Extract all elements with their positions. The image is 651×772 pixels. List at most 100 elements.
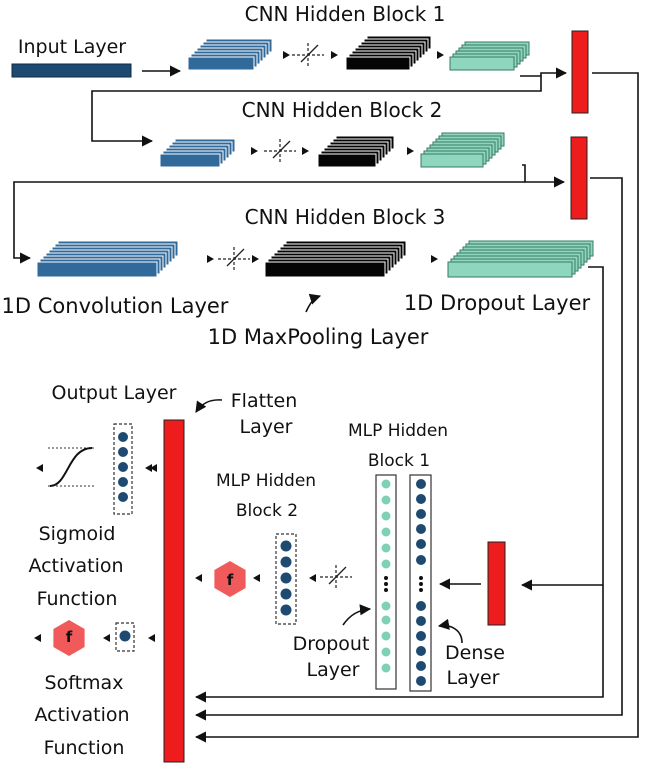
mlp-dropout-node-column-node — [381, 511, 391, 521]
mlp-dropout-node-column-node — [381, 543, 391, 553]
arrowhead-flatten-to-output — [150, 464, 157, 472]
dropout-layer-label-line2: Layer — [307, 659, 360, 681]
flatten-bar-block1 — [571, 30, 589, 114]
ellipsis-dot — [419, 582, 423, 586]
activation-icon-block3 — [218, 247, 250, 271]
conv1d-layer-label: 1D Convolution Layer — [2, 294, 229, 318]
block3-to-output-arrow — [194, 266, 604, 703]
output-node-column-node — [118, 447, 128, 457]
conv-stack-block3-sheet — [36, 261, 158, 278]
flatten-concat-bar — [163, 419, 185, 763]
maxpool-pointer-arrow — [305, 293, 322, 313]
conv-stack-block2 — [159, 138, 236, 168]
mlp-dense-node-column-node — [416, 555, 426, 565]
sigmoid-label-line2: Activation — [28, 555, 123, 577]
pool-stack-block1-sheet — [345, 56, 411, 71]
conv-stack-block2-sheet — [159, 153, 221, 168]
cnn-block-3-title: CNN Hidden Block 3 — [245, 205, 446, 229]
arrowhead-block1-pool-out — [437, 51, 444, 59]
output-node-column — [113, 423, 133, 515]
output-node-column-node — [118, 432, 128, 442]
output-node-column-node — [118, 477, 128, 487]
mlp-dense-node-column-node — [416, 524, 426, 534]
mlp-dropout-node-column-node — [381, 601, 391, 611]
flatten1-to-output-arrow — [194, 72, 639, 743]
flatten-layer-label-line2: Layer — [240, 416, 293, 438]
sigmoid-label-line3: Function — [37, 588, 118, 610]
conv-stack-block1 — [187, 38, 273, 71]
dropout-layer-label-line1: Dropout — [293, 633, 370, 655]
softmax-label-line1: Softmax — [45, 672, 124, 694]
sigmoid-label-line1: Sigmoid — [39, 523, 116, 545]
ellipsis-dot — [419, 588, 423, 592]
arrowhead-softmax-out — [34, 634, 41, 642]
arrowhead-sigmoid-out — [36, 464, 43, 472]
pool-stack-block3 — [264, 240, 407, 278]
connector-arrows — [13, 65, 639, 743]
pool-stack-block2-sheet — [317, 153, 377, 168]
softmax-activation-hexagon — [53, 620, 85, 656]
mlp-dense-node-column-node — [416, 539, 426, 549]
mlp-dense-node-column-node — [416, 676, 426, 686]
activation-icon-block2 — [264, 139, 296, 163]
mlp-dense-node-column-node — [416, 479, 426, 489]
arrowhead-block1-act-in — [283, 51, 290, 59]
dropout-stack-block2-sheet — [420, 153, 484, 168]
mlp-block2-node-column-node — [280, 540, 292, 552]
block2-to-flatten2-arrow — [522, 164, 566, 188]
flatten2-to-output-arrow — [194, 177, 623, 721]
pool-stack-block2 — [317, 135, 395, 168]
block1-to-flatten1-arrow — [520, 67, 568, 79]
arrowhead-mlp2-out — [195, 574, 202, 582]
flatten-layer-label-line1: Flatten — [231, 390, 297, 412]
mlp-dropout-node-column-node — [381, 495, 391, 505]
ellipsis-dot — [384, 588, 388, 592]
output-node-column-node — [118, 462, 128, 472]
softmax-node-box-node — [119, 630, 131, 642]
dropout-pointer-arrow — [342, 604, 372, 626]
arrowhead-block3-pool-out — [431, 255, 438, 263]
mlp-dropout-node-column-node — [381, 631, 391, 641]
input-layer-bar — [11, 63, 132, 78]
cnn-block-2-title: CNN Hidden Block 2 — [242, 98, 443, 122]
arrowhead-mlp2-in — [253, 574, 260, 582]
mlp-block-1-title-line1: MLP Hidden — [348, 421, 448, 441]
softmax-label-line3: Function — [44, 737, 125, 759]
ellipsis-dot — [384, 582, 388, 586]
ellipsis-dot — [384, 576, 388, 580]
ellipsis-dot — [419, 576, 423, 580]
dense-pointer-arrow — [437, 618, 463, 644]
mlp-dropout-node-column-node — [381, 479, 391, 489]
dense-layer-label-line2: Layer — [447, 667, 500, 689]
dense-input-bar — [487, 541, 506, 626]
mlp-dropout-node-column-node — [381, 663, 391, 673]
arrowhead-output-to-sigmoid — [145, 464, 152, 472]
output-node-column-node — [118, 492, 128, 502]
pool-stack-block3-sheet — [264, 261, 386, 278]
activation-icon-block1 — [292, 43, 324, 67]
activation-icon-block3-ramp — [226, 248, 245, 267]
block2-to-block3-arrow — [13, 181, 525, 264]
mlp-dense-node-column-node — [416, 601, 426, 611]
mlp-dropout-node-column-node — [381, 647, 391, 657]
mlp-block-2-activation-f: f — [227, 571, 234, 589]
mlp-dense-node-column-node — [416, 631, 426, 641]
mlp-dropout-node-column-node — [381, 559, 391, 569]
dropout-stack-block1 — [449, 41, 530, 71]
diagram-shapes — [11, 30, 589, 763]
mlp-dense-node-column-node — [416, 509, 426, 519]
mlp-block2-node-column — [275, 533, 297, 625]
dense-layer-label-line1: Dense — [445, 642, 505, 664]
arrowhead-block2-pool-out — [407, 147, 414, 155]
arrowhead-block2-act-out — [302, 147, 309, 155]
conv-stack-block1-sheet — [187, 56, 255, 71]
dropout-stack-block3-sheet — [447, 261, 573, 278]
arrowhead-block2-act-in — [251, 147, 258, 155]
flatten-bar-block2 — [570, 136, 588, 220]
block1-to-block2-arrow — [91, 76, 542, 147]
mlp-dense-node-column-node — [416, 494, 426, 504]
input-layer-label: Input Layer — [18, 36, 126, 58]
conv-stack-block3 — [36, 240, 179, 278]
dropout1d-layer-label: 1D Dropout Layer — [404, 291, 591, 315]
